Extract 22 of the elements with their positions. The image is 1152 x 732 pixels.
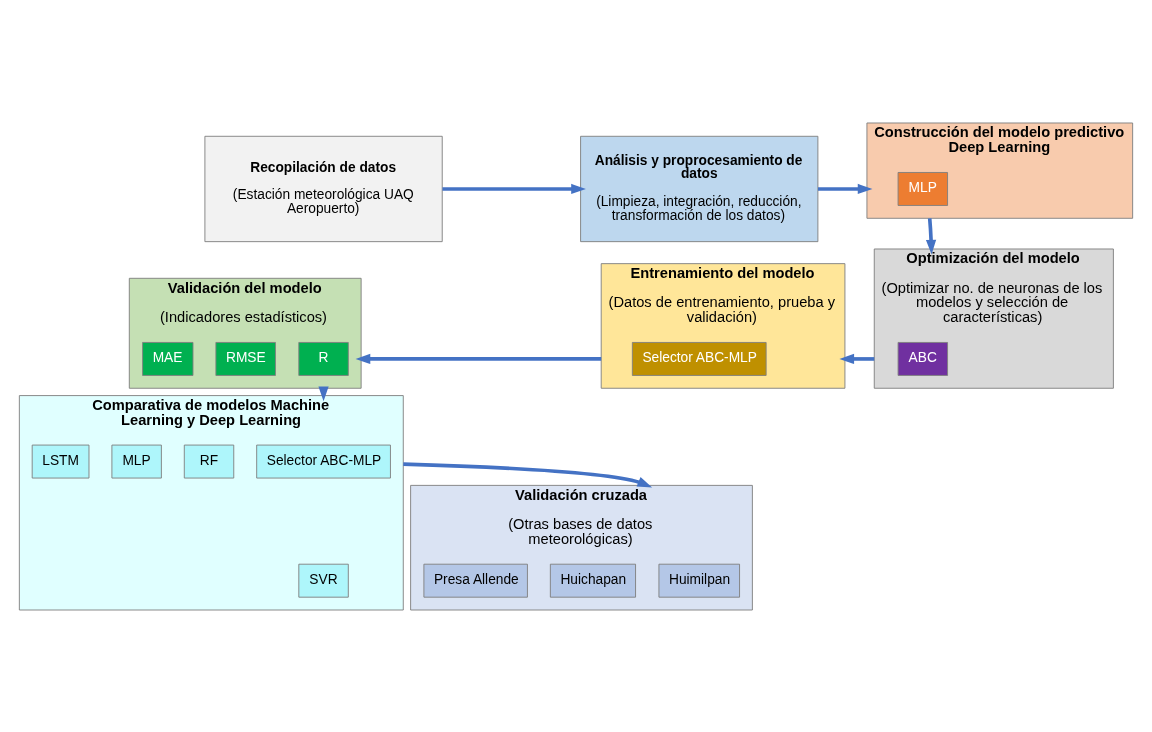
node-box: MLP <box>897 171 948 206</box>
node-box: Recopilación de datos (Estación meteorológica UAQ Aeropuerto) <box>204 135 443 242</box>
arrow <box>839 353 875 364</box>
node-box: Análisis y proprocesamiento de datos (Limpieza, integración, reducción, transformación de los datos) <box>580 135 819 242</box>
node-box: Selector ABC-MLP <box>256 444 391 478</box>
node-box: Selector ABC-MLP <box>631 341 767 376</box>
arrow <box>355 353 602 364</box>
node-box: MAE <box>142 341 194 376</box>
node-box: ABC <box>897 341 948 376</box>
node-box: Presa Allende <box>423 563 528 598</box>
node-box: Huichapan <box>549 563 636 598</box>
node-box: RMSE <box>215 341 276 376</box>
arrow <box>818 183 873 194</box>
node-box: RF <box>183 444 235 478</box>
arrow <box>925 217 937 255</box>
node-box: SVR <box>298 563 349 598</box>
arrow <box>442 183 586 194</box>
node-box: LSTM <box>31 444 90 478</box>
node-box: Huimilpan <box>658 563 740 598</box>
node-box: MLP <box>111 444 162 478</box>
arrow <box>403 461 653 488</box>
node-box: R <box>298 341 349 376</box>
